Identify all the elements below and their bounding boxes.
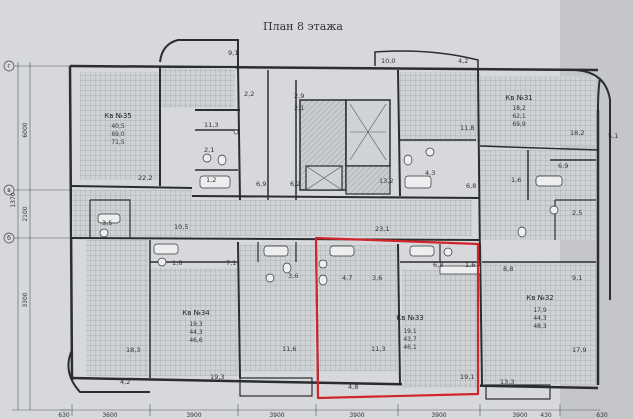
- svg-text:11,3: 11,3: [371, 345, 385, 353]
- svg-text:4,2: 4,2: [458, 57, 468, 65]
- svg-text:3,5: 3,5: [102, 219, 112, 227]
- svg-text:Кв №35: Кв №35: [104, 112, 132, 120]
- svg-text:11,8: 11,8: [460, 124, 474, 132]
- svg-text:6,8: 6,8: [433, 261, 443, 269]
- svg-text:1,6: 1,6: [465, 261, 475, 269]
- svg-text:19,1: 19,1: [460, 373, 474, 381]
- svg-text:4,7: 4,7: [342, 274, 352, 282]
- svg-text:13,3: 13,3: [500, 378, 514, 386]
- svg-text:2,9: 2,9: [294, 92, 304, 100]
- apartment-31-label: Кв №31 18,2 62,1 69,9: [505, 94, 533, 128]
- svg-text:3,6: 3,6: [372, 274, 382, 282]
- svg-text:11,3: 11,3: [204, 121, 218, 129]
- svg-text:4,2: 4,2: [120, 378, 130, 386]
- axis-label-v: в: [7, 187, 11, 194]
- stair-elevator-core: [299, 99, 391, 195]
- svg-text:46,1: 46,1: [403, 344, 417, 351]
- svg-text:62,1: 62,1: [512, 113, 526, 120]
- svg-text:4,8: 4,8: [348, 383, 358, 391]
- apartment-33-label: Кв №33 19,1 43,7 46,1: [396, 314, 424, 351]
- apartment-32-label: Кв №32 17,9 44,3 48,3: [526, 294, 554, 330]
- svg-text:5,1: 5,1: [608, 132, 618, 140]
- room-area-labels: 9,1 2,2 2,9 2,1 10,0 4,2 11,3 2,1 1,2 22…: [102, 49, 618, 391]
- svg-text:71,5: 71,5: [111, 139, 125, 146]
- svg-text:1,6: 1,6: [172, 259, 182, 267]
- svg-text:3900: 3900: [512, 412, 527, 419]
- svg-text:43,7: 43,7: [403, 336, 417, 343]
- svg-text:3600: 3600: [102, 412, 117, 419]
- svg-text:10,0: 10,0: [381, 57, 395, 65]
- left-dim-1370: 1370: [10, 192, 17, 207]
- svg-text:9,1: 9,1: [572, 274, 582, 282]
- svg-text:1,2: 1,2: [206, 176, 216, 184]
- svg-text:6,9: 6,9: [256, 180, 266, 188]
- axis-marker-g: [3, 60, 15, 72]
- left-dim-6000: 6000: [22, 122, 29, 137]
- bottom-dimensions: 3600 3900 3900 3900 3900 3900 630 430 63…: [58, 412, 608, 419]
- apartment-34-label: Кв №34 19,3 44,3 46,6: [182, 309, 210, 344]
- svg-text:2,5: 2,5: [572, 209, 582, 217]
- svg-text:18,2: 18,2: [570, 129, 584, 137]
- svg-text:630: 630: [58, 412, 70, 419]
- svg-text:Кв №31: Кв №31: [505, 94, 533, 102]
- svg-text:69,9: 69,9: [512, 121, 526, 128]
- svg-text:19,3: 19,3: [210, 373, 224, 381]
- svg-text:48,3: 48,3: [533, 323, 547, 330]
- svg-text:13,2: 13,2: [379, 177, 393, 185]
- svg-text:9,1: 9,1: [228, 49, 238, 57]
- svg-text:630: 630: [596, 412, 608, 419]
- svg-text:44,3: 44,3: [533, 315, 547, 322]
- svg-text:7,1: 7,1: [226, 259, 236, 267]
- sanitary-fixtures: [97, 129, 563, 286]
- tiled-floor-areas: [72, 68, 596, 388]
- svg-text:430: 430: [540, 412, 552, 419]
- svg-text:18,2: 18,2: [512, 105, 526, 112]
- svg-text:6,2: 6,2: [290, 180, 300, 188]
- bottom-dimension-line: [60, 404, 600, 416]
- axis-marker-b: [3, 232, 15, 244]
- svg-text:44,3: 44,3: [189, 329, 203, 336]
- left-dim-3300: 3300: [22, 292, 29, 307]
- svg-text:40,5: 40,5: [111, 123, 125, 130]
- svg-text:3900: 3900: [186, 412, 201, 419]
- svg-text:19,1: 19,1: [403, 328, 417, 335]
- svg-text:69,0: 69,0: [111, 131, 125, 138]
- svg-text:6,8: 6,8: [466, 182, 476, 190]
- svg-text:11,6: 11,6: [282, 345, 296, 353]
- svg-text:3,6: 3,6: [288, 272, 298, 280]
- svg-text:2,2: 2,2: [244, 90, 254, 98]
- svg-text:3900: 3900: [269, 412, 284, 419]
- svg-text:Кв №33: Кв №33: [396, 314, 424, 322]
- svg-text:22,2: 22,2: [138, 174, 152, 182]
- svg-text:3900: 3900: [431, 412, 446, 419]
- svg-text:10,5: 10,5: [174, 223, 188, 231]
- svg-text:46,6: 46,6: [189, 337, 203, 344]
- axis-label-b: б: [7, 235, 11, 242]
- svg-text:2,1: 2,1: [204, 146, 214, 154]
- svg-text:17,9: 17,9: [533, 307, 547, 314]
- svg-text:17,9: 17,9: [572, 346, 586, 354]
- svg-text:8,8: 8,8: [503, 265, 513, 273]
- left-dimension-lines: [12, 62, 70, 411]
- svg-text:3900: 3900: [349, 412, 364, 419]
- svg-text:4,3: 4,3: [425, 169, 435, 177]
- svg-text:18,3: 18,3: [126, 346, 140, 354]
- svg-text:19,3: 19,3: [189, 321, 203, 328]
- axis-markers: г в б: [3, 60, 15, 244]
- svg-text:6,9: 6,9: [558, 162, 568, 170]
- svg-text:Кв №32: Кв №32: [526, 294, 554, 302]
- svg-text:Кв №34: Кв №34: [182, 309, 210, 317]
- axis-label-g: г: [7, 63, 10, 70]
- svg-text:1,6: 1,6: [511, 176, 521, 184]
- apartment-35-label: Кв №35 40,5 69,0 71,5: [104, 112, 132, 146]
- plan-title: План 8 этажа: [263, 20, 343, 33]
- apartment-33-highlight: [314, 236, 480, 400]
- axis-marker-v: [3, 184, 15, 196]
- building-walls: [67, 39, 611, 400]
- svg-text:2,1: 2,1: [294, 104, 304, 112]
- left-dim-2100: 2100: [22, 206, 29, 221]
- svg-text:23,1: 23,1: [375, 225, 389, 233]
